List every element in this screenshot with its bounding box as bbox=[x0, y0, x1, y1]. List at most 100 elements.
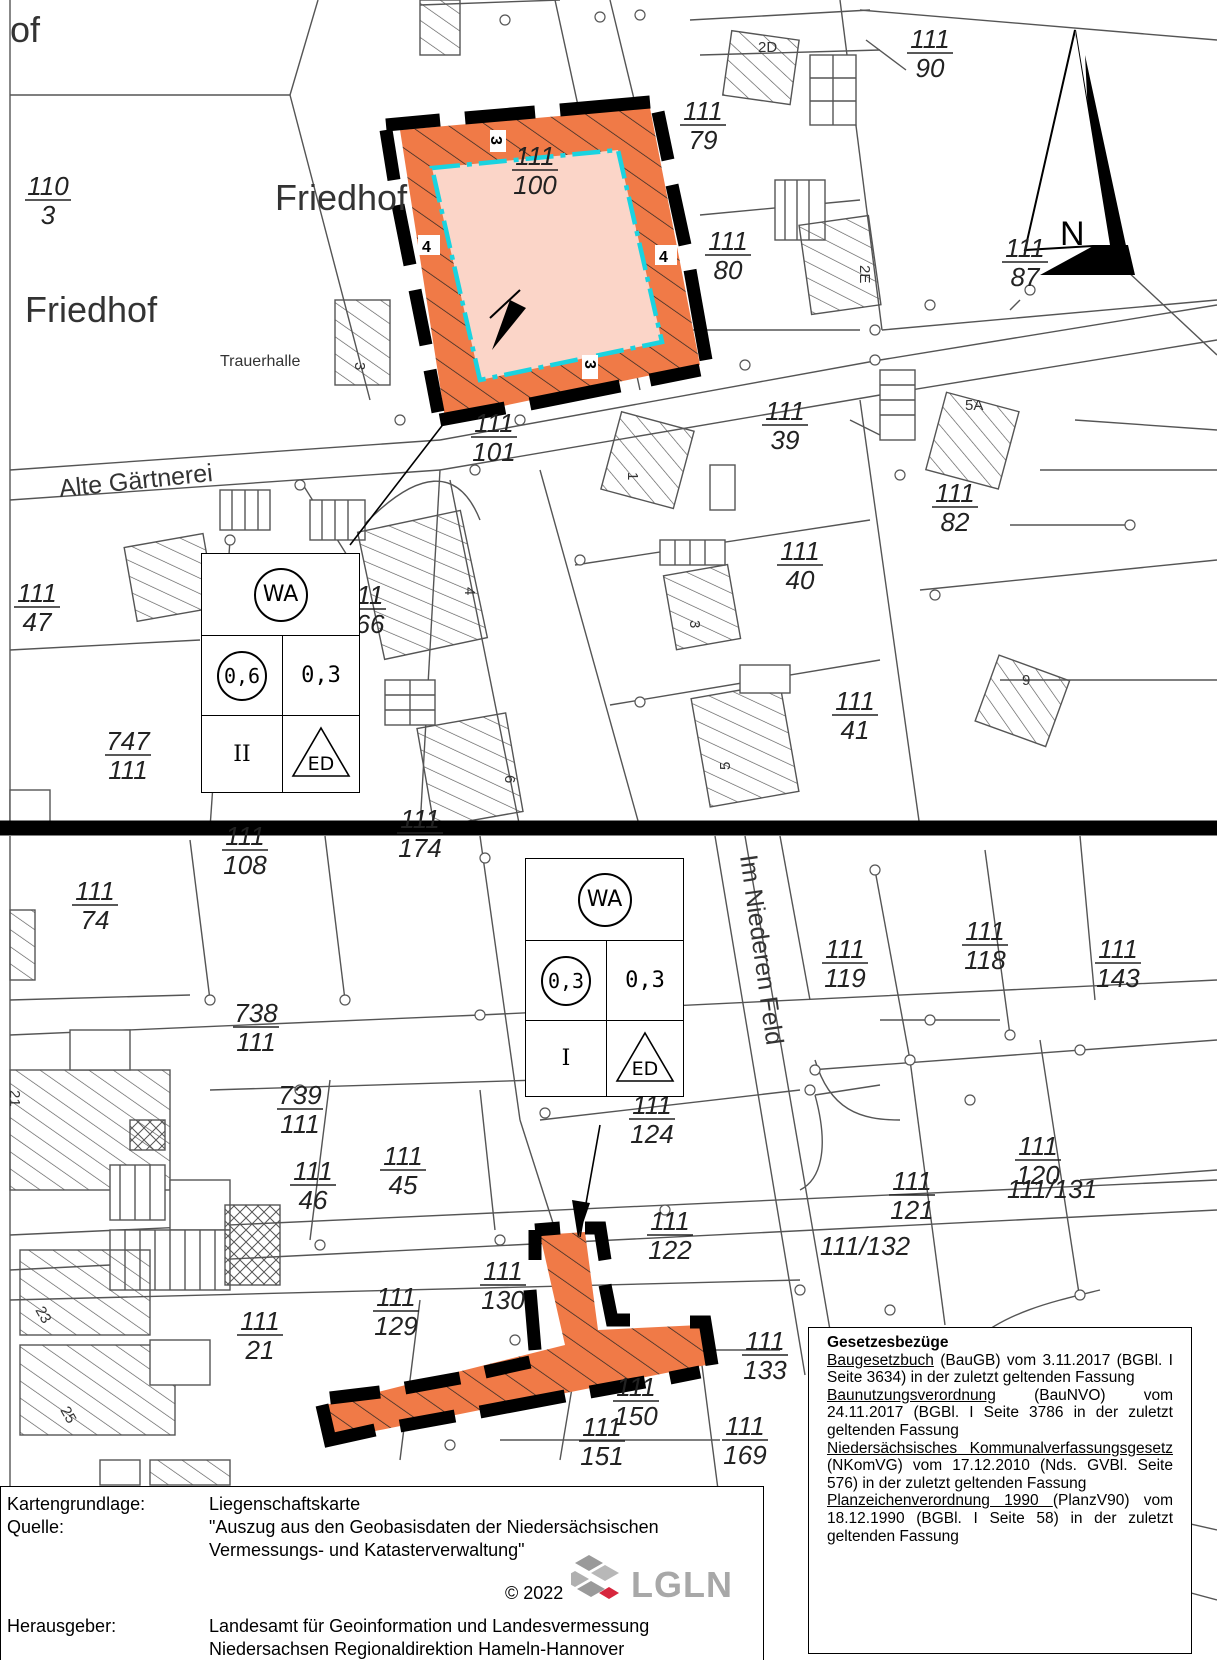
parcel-number: 111 bbox=[745, 1326, 785, 1356]
bottom-map-labels: Im Niederen Feld bbox=[734, 853, 788, 1047]
parcel-subnumber: 39 bbox=[771, 425, 800, 455]
parcel-subnumber: 129 bbox=[374, 1311, 417, 1341]
parcel-number: 110 bbox=[27, 171, 69, 201]
kartengrundlage-value: Liegenschaftskarte bbox=[209, 1494, 361, 1514]
parcel-subnumber: 118 bbox=[964, 945, 1006, 975]
grz-value: 0,6 bbox=[217, 650, 267, 701]
parcel-number: 111 bbox=[616, 1372, 656, 1402]
planning-area-bottom bbox=[315, 1124, 719, 1448]
parcel-subnumber: 80 bbox=[714, 255, 743, 285]
house-number: 2E bbox=[856, 265, 873, 283]
setback-bottom: 3 bbox=[581, 360, 598, 369]
parcel-number: 111 bbox=[17, 578, 57, 608]
parcel-subnumber: 45 bbox=[389, 1170, 418, 1200]
house-number: 21 bbox=[6, 1090, 23, 1107]
place-label-of: of bbox=[10, 9, 41, 50]
parcel-subnumber: 130 bbox=[481, 1285, 525, 1315]
north-arrow: N bbox=[1023, 29, 1135, 275]
parcel-subnumber: 122 bbox=[648, 1235, 692, 1265]
parcel-subnumber: 87 bbox=[1011, 262, 1041, 292]
kartengrundlage-label: Kartengrundlage: bbox=[7, 1494, 146, 1514]
parcel-subnumber: 143 bbox=[1096, 963, 1140, 993]
parcel-number: 111 bbox=[582, 1412, 622, 1442]
parcel-subnumber: 124 bbox=[630, 1119, 673, 1149]
parcel-number: 11 bbox=[357, 580, 384, 610]
quelle-line1: "Auszug aus den Geobasisdaten der Nieder… bbox=[209, 1517, 659, 1537]
parcel-subnumber: 111 bbox=[280, 1109, 320, 1139]
geschosse-value: I bbox=[525, 1020, 607, 1097]
grz-value: 0,3 bbox=[541, 955, 591, 1006]
parcel-subnumber: 40 bbox=[786, 565, 815, 595]
parcel-subnumber: 74 bbox=[81, 905, 110, 935]
law-item: Baugesetzbuch (BauGB) vom 3.11.2017 (BGB… bbox=[827, 1351, 1173, 1387]
setback-left: 4 bbox=[422, 239, 431, 256]
quelle-line2: Vermessungs- und Katasterverwaltung" bbox=[209, 1540, 525, 1560]
parcel-number: 738 bbox=[234, 998, 278, 1028]
parcel-subnumber: 121 bbox=[890, 1195, 933, 1225]
gfz-value: 0,3 bbox=[606, 940, 684, 1021]
house-number: 3 bbox=[351, 362, 368, 370]
parcel-number: 111 bbox=[515, 141, 555, 171]
house-number: 1 bbox=[624, 472, 641, 480]
parcel-number: 111 bbox=[225, 821, 265, 851]
nutzungsschablone-top: WA 0,6 0,3 II ED bbox=[201, 553, 360, 793]
parcel-subnumber: 46 bbox=[299, 1185, 328, 1215]
parcel-number: 111 bbox=[400, 804, 440, 834]
gfz-value: 0,3 bbox=[282, 635, 360, 716]
parcel-number: 111 bbox=[683, 96, 723, 126]
bottom-map-buildings bbox=[9, 909, 281, 1486]
parcel-number: 111 bbox=[780, 536, 820, 566]
parcel-label-inline: 111/131 bbox=[1007, 1174, 1097, 1204]
parcel-subnumber: 82 bbox=[941, 507, 970, 537]
parcel-subnumber: 119 bbox=[824, 963, 865, 993]
zone-circle: WA bbox=[577, 872, 632, 927]
bottom-map-boundary-points bbox=[204, 852, 1086, 1451]
law-item: Planzeichenverordnung 1990 (PlanzV90) vo… bbox=[827, 1492, 1173, 1545]
parcel-number: 111 bbox=[910, 24, 950, 54]
parcel-number: 747 bbox=[106, 726, 151, 756]
parcel-number: 111 bbox=[474, 408, 514, 438]
parcel-number: 111 bbox=[650, 1206, 690, 1236]
parcel-subnumber: 169 bbox=[723, 1440, 766, 1470]
bauweise-value: ED bbox=[308, 753, 335, 775]
parcel-subnumber: 66 bbox=[356, 609, 385, 639]
parcel-subnumber: 151 bbox=[580, 1441, 623, 1471]
lgln-logo-text: LGLN bbox=[631, 1564, 733, 1605]
parcel-subnumber: 79 bbox=[689, 125, 718, 155]
house-number: 2D bbox=[758, 39, 777, 56]
parcel-subnumber: 21 bbox=[245, 1335, 275, 1365]
law-item: Baunutzungsverordnung (BauNVO) vom 24.11… bbox=[827, 1386, 1173, 1439]
parcel-number: 111 bbox=[965, 916, 1005, 946]
herausgeber-label: Herausgeber: bbox=[7, 1616, 117, 1636]
parcel-number: 111 bbox=[725, 1411, 765, 1441]
house-number: 9 bbox=[1022, 672, 1030, 689]
parcel-subnumber: 133 bbox=[743, 1355, 787, 1385]
lgln-logo-icon bbox=[561, 1555, 626, 1621]
parcel-number: 111 bbox=[376, 1282, 416, 1312]
setback-labels: 3 4 4 3 bbox=[418, 130, 677, 379]
house-number: 3 bbox=[686, 620, 703, 628]
place-label-trauerhalle: Trauerhalle bbox=[220, 353, 300, 370]
gesetzesbezuege-title: Gesetzesbezüge bbox=[827, 1334, 949, 1351]
parcel-subnumber: 47 bbox=[23, 607, 53, 637]
zone-cell: WA bbox=[525, 858, 684, 941]
geschosse-value: II bbox=[201, 715, 283, 793]
